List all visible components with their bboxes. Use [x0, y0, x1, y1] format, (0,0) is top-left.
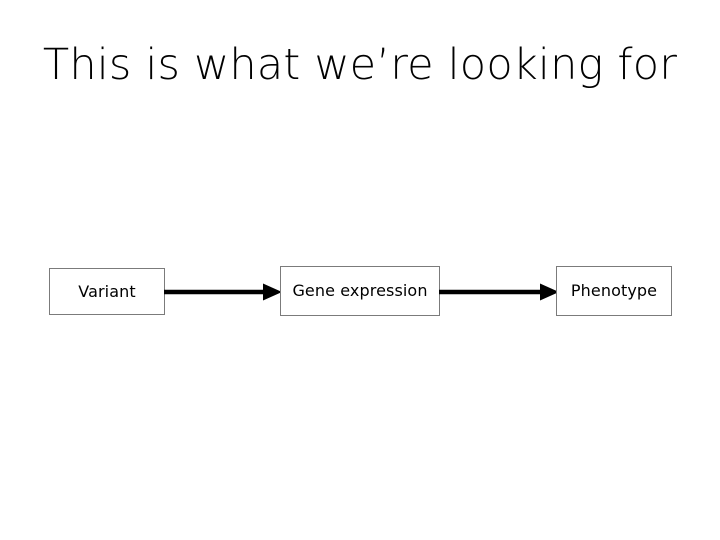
page-title: This is what we’re looking for: [42, 40, 678, 90]
diagram-node-phenotype[interactable]: Phenotype: [556, 266, 672, 316]
diagram-node-gene-expression[interactable]: Gene expression: [280, 266, 440, 316]
diagram-node-phenotype-label: Phenotype: [570, 281, 658, 300]
diagram-node-variant[interactable]: Variant: [49, 268, 165, 315]
arrow-variant-to-gene-expression-icon: [164, 283, 282, 301]
arrow-gene-expression-to-phenotype-icon: [439, 283, 559, 301]
diagram-node-gene-expression-label: Gene expression: [292, 281, 428, 300]
diagram-node-variant-label: Variant: [78, 281, 136, 301]
